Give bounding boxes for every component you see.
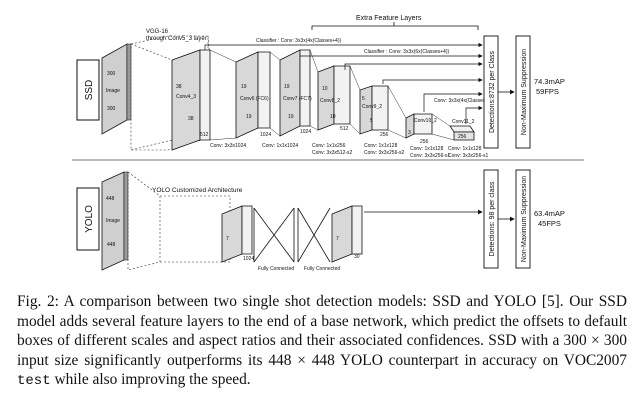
yolo-input-image: 448 Image 448 <box>101 171 129 271</box>
conv9-2-depth: 256 <box>380 132 389 138</box>
ssd-side-box <box>76 59 100 121</box>
ssd-row: SSD 300 Image 300 VGG-16 through Conv5_3… <box>76 15 565 159</box>
ssd-input-size-bottom: 300 <box>107 106 116 112</box>
ssd-conv-labels: Conv: 3x3x1024 Conv: 1x1x1024 Conv: 1x1x… <box>210 143 489 159</box>
ssd-nms-box <box>515 35 531 149</box>
yolo-block-2: 7 30 <box>331 205 363 263</box>
caption-text-2: while also improving the speed. <box>50 371 251 389</box>
yolo-block1-depth: 1024 <box>243 256 254 262</box>
yolo-nms-box <box>515 169 531 269</box>
conv-label-5a: Conv: 1x1x128 <box>410 146 444 152</box>
conv8-2-name: Conv8_2 <box>320 98 340 104</box>
ssd-fps: 59FPS <box>536 87 559 96</box>
ssd-input-name: Image <box>106 88 120 94</box>
yolo-fps: 45FPS <box>538 219 561 228</box>
conv8-2-dim2: 10 <box>330 114 336 120</box>
conv6-dim1: 19 <box>241 84 247 90</box>
ssd-block-conv8-2: 10 Conv8_2 10 512 <box>317 65 351 132</box>
conv4-3-dim1: 38 <box>176 84 182 90</box>
yolo-input-name: Image <box>106 218 120 224</box>
yolo-dashed-volume <box>127 171 231 271</box>
yolo-input-size-top: 448 <box>106 196 115 202</box>
architecture-figure: SSD 300 Image 300 VGG-16 through Conv5_3… <box>72 15 584 272</box>
ssd-block-conv9-2: 5 Conv9_2 5 256 <box>359 85 389 138</box>
conv-label-5b: Conv: 3x3x256-s1 <box>410 153 451 159</box>
conv8-2-dim1: 10 <box>322 86 328 92</box>
conv7-dim2: 19 <box>288 114 294 120</box>
conv-label-3b: Conv: 3x3x512-s2 <box>312 150 353 156</box>
conv4-3-name: Conv4_3 <box>176 94 196 100</box>
conv7-dim1: 19 <box>284 84 290 90</box>
caption-code: test <box>17 373 51 390</box>
conv-label-4b: Conv: 3x3x256-s2 <box>364 150 405 156</box>
conv-label-1: Conv: 3x3x1024 <box>210 143 246 149</box>
yolo-arch-label: YOLO Customized Architecture <box>152 187 243 194</box>
yolo-row: YOLO 448 Image 448 YOLO Customized Archi… <box>76 169 565 272</box>
conv11-2-depth: 256 <box>458 134 467 140</box>
conv10-2-name: Conv10_2 <box>414 118 437 124</box>
conv9-2-dim1: 5 <box>362 96 365 102</box>
conv-label-6b: Conv: 3x3x256-s1 <box>448 153 489 159</box>
conv6-depth: 1024 <box>260 132 271 138</box>
yolo-map: 63.4mAP <box>534 209 565 218</box>
conv8-2-depth: 512 <box>340 126 349 132</box>
yolo-block-1: 7 1024 <box>221 205 254 263</box>
vgg-label-line2: through Conv5_3 layer <box>146 36 207 42</box>
classifier-label-3: Conv: 3x3x(4x(Classes+4)) <box>434 98 495 104</box>
ssd-nms-label: Non-Maximum Suppression <box>521 49 528 135</box>
ssd-block-conv7: 19 Conv7 (FC7) 19 1024 <box>279 49 312 137</box>
figure-caption: Fig. 2: A comparison between two single … <box>17 292 627 392</box>
conv-label-6a: Conv: 1x1x128 <box>448 146 482 152</box>
ssd-block-conv4-3: 38 Conv4_3 38 512 <box>171 49 211 151</box>
yolo-detections-label: Detections: 98 per class <box>489 181 496 256</box>
classifier-label-1: Classifier : Conv: 3x3x(4x(Classes+4)) <box>256 38 341 44</box>
yolo-input-size-bottom: 448 <box>107 242 116 248</box>
ssd-input-image: 300 Image 300 <box>101 43 132 135</box>
conv4-3-dim2: 38 <box>188 116 194 122</box>
conv10-2-dim1: 3 <box>408 130 411 136</box>
ssd-input-size-top: 300 <box>107 71 116 77</box>
conv-label-3a: Conv: 1x1x256 <box>312 143 346 149</box>
conv6-dim2: 19 <box>246 114 252 120</box>
ssd-detections-label: Detections:8732 per Class <box>489 50 496 133</box>
ssd-block-conv10-2: Conv10_2 3 256 <box>405 113 437 145</box>
conv7-name: Conv7 (FC7) <box>283 96 312 102</box>
yolo-fc-label-1: Fully Connected <box>258 266 294 272</box>
conv9-2-name: Conv9_2 <box>362 104 382 110</box>
classifier-label-2: Classifier : Conv: 3x3x(6x(Classes+4)) <box>364 49 449 55</box>
yolo-fc-label-2: Fully Connected <box>304 266 340 272</box>
conv4-3-depth: 512 <box>200 132 209 138</box>
conv9-2-dim2: 5 <box>370 118 373 124</box>
ssd-block-connectors <box>209 49 455 141</box>
ssd-block-conv6: 19 Conv6 (FC6) 19 1024 <box>235 51 271 139</box>
caption-text-1: Fig. 2: A comparison between two single … <box>17 293 627 369</box>
yolo-block2-depth: 30 <box>354 254 360 260</box>
vgg-label-line1: VGG-16 <box>146 29 169 35</box>
yolo-nms-label: Non-Maximum Suppression <box>521 176 528 262</box>
conv7-depth: 1024 <box>300 129 311 135</box>
conv11-2-name: Conv11_2 <box>452 119 475 125</box>
conv-label-2: Conv: 1x1x1024 <box>262 143 298 149</box>
conv6-name: Conv6 (FC6) <box>240 96 269 102</box>
yolo-side-label: YOLO <box>84 205 95 233</box>
ssd-block-conv11-2: Conv11_2 256 <box>449 119 475 141</box>
yolo-fc-2 <box>297 207 331 263</box>
classifier-arrows <box>204 42 483 124</box>
conv-label-4a: Conv: 1x1x128 <box>364 143 398 149</box>
yolo-block2-dim: 7 <box>336 236 339 242</box>
yolo-side-box <box>76 187 100 251</box>
conv10-2-depth: 256 <box>420 139 429 145</box>
yolo-fc-1 <box>253 207 295 263</box>
ssd-side-label: SSD <box>84 80 95 101</box>
extra-feature-layers-bracket <box>311 22 479 30</box>
extra-feature-layers-label: Extra Feature Layers <box>356 15 422 22</box>
yolo-block1-dim: 7 <box>226 236 229 242</box>
ssd-map: 74.3mAP <box>534 77 565 86</box>
